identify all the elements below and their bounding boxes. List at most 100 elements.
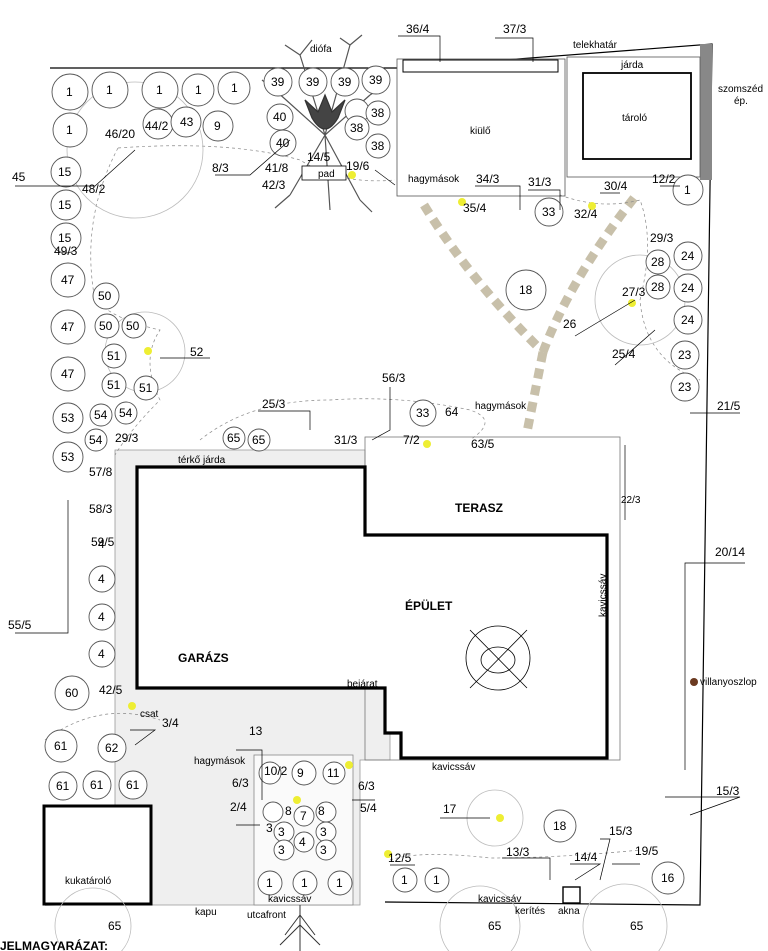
building-outline — [135, 465, 609, 760]
plant-number: 8 — [318, 804, 325, 818]
callout-code: 65 — [108, 919, 122, 933]
plant-number: 1 — [301, 876, 308, 890]
label-gravel-bottom: kavicssáv — [478, 894, 521, 905]
callout-code: 31/3 — [528, 175, 552, 189]
callout-code: 19/5 — [635, 844, 659, 858]
callout-code: 31/3 — [334, 433, 358, 447]
street-tree-icon — [279, 905, 321, 951]
plant-number: 1 — [66, 123, 73, 137]
label-bulbs: hagymások — [475, 401, 527, 412]
fence-bench — [402, 59, 559, 73]
callout-lines — [15, 35, 745, 881]
plant-number: 53 — [61, 450, 75, 464]
plant-number: 51 — [139, 381, 153, 395]
plant-number: 43 — [180, 115, 194, 129]
callout-code: 6/3 — [232, 776, 249, 790]
plant-number: 9 — [297, 766, 304, 780]
plant-number: 47 — [61, 367, 75, 381]
callout-code: 2/4 — [230, 800, 247, 814]
stepping-stone-path — [420, 195, 638, 433]
callout-code: 8/3 — [212, 161, 229, 175]
callout-code: 65 — [488, 919, 502, 933]
callout-code: 44/2 — [145, 119, 169, 133]
plant-number: 15 — [58, 231, 72, 245]
label-building: ÉPÜLET — [405, 598, 453, 613]
plant-number: 53 — [61, 411, 75, 425]
callout-code: 65 — [630, 919, 644, 933]
plant-number: 39 — [271, 75, 285, 89]
callout-codes: 36/4 37/3 45 46/20 44/2 48/2 8/3 41/8 42… — [8, 22, 745, 933]
callout-code: 63/5 — [471, 437, 495, 451]
plant-number: 50 — [126, 319, 140, 333]
label-gate: kapu — [195, 907, 217, 918]
label-neighbor: szomszéd — [718, 84, 763, 95]
callout-code: 13 — [249, 724, 263, 738]
callout-code: 3/4 — [162, 716, 179, 730]
plant-number: 4 — [98, 647, 105, 661]
callout-code: 12/2 — [652, 172, 676, 186]
callout-code: 58/3 — [89, 502, 113, 516]
plant-number: 51 — [107, 378, 121, 392]
plant-number: 3 — [266, 821, 273, 835]
callout-code: 56/3 — [382, 371, 406, 385]
plant-number: 1 — [336, 876, 343, 890]
plant-number: 18 — [519, 283, 533, 297]
label-terrace: TERASZ — [455, 501, 503, 515]
plant-number: 24 — [681, 281, 695, 295]
label-plot-boundary: telekhatár — [573, 40, 618, 51]
callout-code: 5/4 — [360, 801, 377, 815]
callout-code: 20/14 — [715, 545, 745, 559]
callout-code: 25/4 — [612, 347, 636, 361]
plant-number: 4 — [98, 537, 105, 551]
plant-number: 33 — [542, 205, 556, 219]
label-entrance: bejárat — [347, 679, 378, 690]
plant-number: 65 — [252, 433, 266, 447]
callout-code: 64 — [445, 405, 459, 419]
label-drain: csat — [140, 709, 159, 720]
shrub-outlines — [44, 65, 704, 896]
plant-number: 50 — [99, 319, 113, 333]
callout-code: 10/2 — [264, 764, 288, 778]
plant-number: 9 — [214, 119, 221, 133]
plant-number: 11 — [327, 766, 340, 780]
label-bulbs: hagymások — [194, 756, 246, 767]
plant-number: 15 — [58, 165, 72, 179]
plant-number: 54 — [89, 433, 103, 447]
callout-code: 30/4 — [604, 179, 628, 193]
plant-number: 47 — [61, 273, 75, 287]
lamp-post-icon — [690, 678, 698, 686]
label-bulbs: hagymások — [408, 174, 460, 185]
plant-number: 61 — [126, 778, 140, 792]
callout-code: 37/3 — [503, 22, 527, 36]
callout-code: 15/3 — [609, 824, 633, 838]
plant-number: 3 — [320, 825, 327, 839]
label-walnut: diófa — [310, 44, 332, 55]
callout-code: 29/3 — [650, 231, 674, 245]
plant-number: 24 — [681, 313, 695, 327]
label-neighbor-building: ép. — [734, 96, 748, 107]
callout-code: 17 — [443, 802, 457, 816]
callout-code: 22/3 — [621, 495, 641, 506]
plant-number: 54 — [119, 406, 133, 420]
plant-number: 40 — [273, 110, 287, 124]
label-gravel-right: kavicssáv — [598, 574, 609, 617]
plant-number: 38 — [371, 106, 385, 120]
plant-number: 61 — [56, 779, 70, 793]
plant-number: 1 — [433, 873, 440, 887]
plant-number: 61 — [54, 739, 68, 753]
plant-number: 1 — [401, 873, 408, 887]
callout-code: 42/5 — [99, 683, 123, 697]
plant-number: 4 — [299, 835, 306, 849]
plant-number: 38 — [350, 121, 364, 135]
neighbor-building — [700, 44, 712, 180]
callout-code: 41/8 — [265, 161, 289, 175]
tree-canopies — [54, 81, 686, 951]
plant-number: 1 — [66, 85, 73, 99]
callout-code: 25/3 — [262, 397, 286, 411]
plant-number: 24 — [681, 249, 695, 263]
callout-code: 55/5 — [8, 618, 32, 632]
plant-number: 62 — [105, 741, 119, 755]
plant-number: 3 — [278, 843, 285, 857]
callout-code: 34/3 — [476, 172, 500, 186]
plant-number: 1 — [156, 83, 163, 97]
